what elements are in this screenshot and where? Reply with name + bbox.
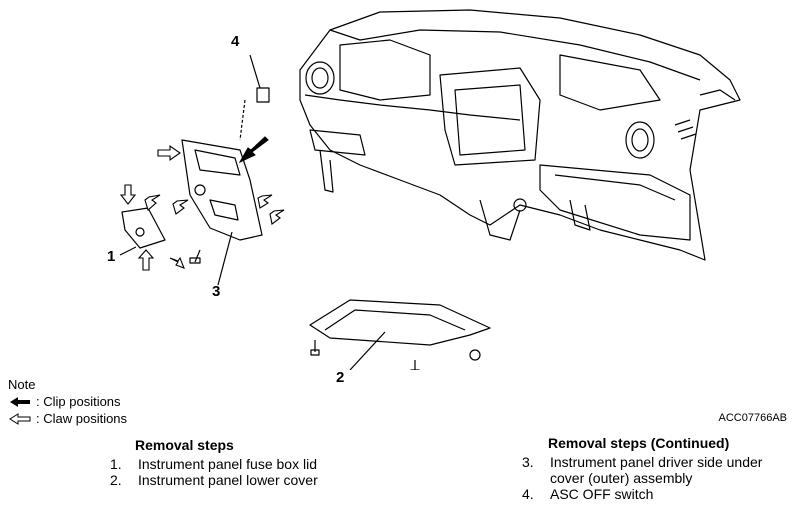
removal-steps-continued-title: Removal steps (Continued): [548, 435, 730, 451]
legend-claw-row: : Claw positions: [8, 410, 127, 427]
claw-arrow-icons: [119, 144, 285, 271]
outline-arrow-icon: [9, 412, 31, 425]
callout-1: 1: [107, 248, 116, 265]
list-item: 2. Instrument panel lower cover: [110, 472, 378, 488]
step-number: 1.: [110, 456, 122, 472]
step-number: 4.: [522, 486, 534, 502]
step-text: Instrument panel driver side under cover…: [550, 454, 763, 486]
list-item: 4. ASC OFF switch: [522, 486, 790, 502]
figure-code: ACC07766AB: [718, 412, 788, 424]
dashboard-drawing: [299, 9, 741, 261]
lower-cover-drawing: [309, 299, 491, 370]
removal-steps-left: Removal steps 1. Instrument panel fuse b…: [110, 437, 378, 488]
callout-2: 2: [336, 369, 345, 386]
step-text: ASC OFF switch: [550, 486, 654, 502]
step-number: 3.: [522, 454, 534, 470]
instrument-panel-illustration: [119, 9, 741, 370]
legend-claw-label: : Claw positions: [36, 411, 128, 426]
removal-steps-title: Removal steps: [135, 437, 234, 453]
legend: Note : Clip positions : Claw positions: [8, 376, 127, 427]
step-number: 2.: [110, 472, 122, 488]
step-text: Instrument panel fuse box lid: [138, 456, 317, 472]
asc-switch-drawing: [239, 54, 270, 141]
fuse-box-lid-drawing: [119, 207, 166, 256]
legend-clip-row: : Clip positions: [8, 393, 127, 410]
list-item: 3. Instrument panel driver side under co…: [522, 454, 790, 486]
solid-arrow-icon: [10, 396, 30, 407]
removal-steps-right: Removal steps (Continued) 3. Instrument …: [522, 435, 790, 502]
callout-3: 3: [212, 283, 221, 300]
legend-title: Note: [8, 377, 36, 392]
callout-4: 4: [231, 33, 240, 50]
under-cover-drawing: [181, 139, 263, 286]
list-item: 1. Instrument panel fuse box lid: [110, 456, 378, 472]
legend-clip-label: : Clip positions: [36, 394, 121, 409]
step-text: Instrument panel lower cover: [138, 472, 318, 488]
clip-arrow-icon: [238, 136, 269, 164]
